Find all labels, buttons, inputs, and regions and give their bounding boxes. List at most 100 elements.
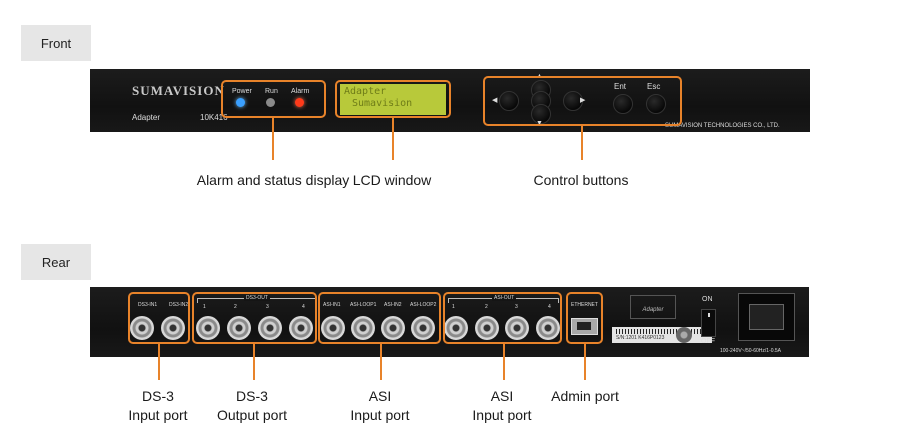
asi-loop2-label: ASI-LOOP2	[410, 302, 437, 308]
power-switch-rocker	[707, 313, 710, 317]
section-tag-front-label: Front	[40, 35, 72, 51]
power-inlet-socket	[749, 304, 784, 330]
power-inlet[interactable]	[738, 293, 795, 341]
ds3-out-caption-line-1: DS-3	[236, 388, 268, 404]
asi-in2-connector[interactable]	[381, 316, 405, 340]
status-caption: Alarm and status display	[196, 172, 350, 188]
status-callout-box	[221, 80, 326, 118]
label-plate-text: Adapter	[642, 307, 664, 313]
section-tag-rear: Rear	[21, 244, 91, 280]
ds3-in-caption: DS-3 Input port	[108, 387, 208, 425]
asi-in-callout-box	[318, 292, 441, 344]
ds3-out-callout-box	[192, 292, 317, 344]
label-plate: Adapter	[630, 295, 676, 319]
lcd-screen: Adapter Sumavision	[340, 84, 446, 115]
led-power-indicator	[236, 98, 245, 107]
asi-loop1-label: ASI-LOOP1	[350, 302, 377, 308]
ds3-out4-connector[interactable]	[289, 316, 313, 340]
controls-caption: Control buttons	[533, 172, 629, 188]
asi-in1-connector[interactable]	[321, 316, 345, 340]
brand-logo: SUMAVISION	[132, 83, 225, 98]
ds3-out-label: DS3-OUT	[244, 295, 270, 301]
status-leader-line	[272, 118, 274, 160]
barcode-icon	[616, 329, 708, 334]
asi-out3-connector[interactable]	[505, 316, 529, 340]
ds3-out1-connector[interactable]	[196, 316, 220, 340]
left-arrow-button[interactable]	[499, 91, 519, 111]
asi-out-label: ASI-OUT	[492, 295, 517, 301]
asi-in1-label: ASI-IN1	[323, 302, 341, 308]
lcd-callout-box	[335, 80, 451, 118]
led-run-indicator	[266, 98, 275, 107]
asi-out-leader-line	[503, 344, 505, 380]
asi-out1-connector[interactable]	[444, 316, 468, 340]
asi-out-caption: ASI Input port	[452, 387, 552, 425]
escape-button[interactable]	[646, 94, 666, 114]
ds3-out3-connector[interactable]	[258, 316, 282, 340]
company-name: SUMAVISION TECHNOLOGIES CO., LTD.	[665, 123, 780, 129]
ds3-out-caption: DS-3 Output port	[202, 387, 302, 425]
admin-leader-line	[584, 344, 586, 380]
ds3-out-num-2: 2	[234, 304, 237, 310]
ds3-in1-connector[interactable]	[130, 316, 154, 340]
asi-in-caption-line-1: ASI	[368, 388, 392, 404]
ds3-in2-label: DS3-IN2	[169, 302, 189, 308]
ds3-in-callout-box	[128, 292, 190, 344]
power-off-label: OFF	[701, 338, 715, 345]
led-run-label: Run	[265, 88, 278, 95]
ds3-out-caption-line-2: Output port	[216, 407, 288, 423]
ds3-out2-connector[interactable]	[227, 316, 251, 340]
ethernet-port[interactable]	[571, 318, 598, 335]
power-rating: 100-240V~/50-60Hz/1-0.5A	[720, 348, 782, 354]
ds3-out-num-3: 3	[266, 304, 269, 310]
ds3-in-caption-line-1: DS-3	[142, 388, 174, 404]
asi-out-num-2: 2	[485, 304, 488, 310]
power-on-label: ON	[702, 296, 713, 303]
led-alarm-indicator	[295, 98, 304, 107]
lcd-leader-line	[392, 118, 394, 160]
asi-out2-connector[interactable]	[475, 316, 499, 340]
section-tag-rear-label: Rear	[41, 254, 71, 270]
escape-label: Esc	[647, 82, 661, 91]
ds3-in2-connector[interactable]	[161, 316, 185, 340]
asi-in-leader-line	[380, 344, 382, 380]
lcd-line-2: Sumavision	[352, 98, 413, 109]
ethernet-socket	[577, 322, 591, 330]
ds3-in1-label: DS3-IN1	[138, 302, 158, 308]
down-arrow-button[interactable]	[531, 104, 551, 124]
admin-callout-box	[566, 292, 603, 344]
led-power-label: Power	[232, 88, 252, 95]
asi-out-num-3: 3	[515, 304, 518, 310]
admin-caption: Admin port	[551, 388, 619, 404]
ds3-out-num-1: 1	[203, 304, 206, 310]
ds3-in-caption-line-2: Input port	[128, 407, 188, 423]
lcd-line-1: Adapter	[344, 86, 387, 97]
asi-in-caption-line-2: Input port	[350, 407, 410, 423]
section-tag-front: Front	[21, 25, 91, 61]
ethernet-label: ETHERNET	[571, 302, 598, 308]
asi-out-callout-box	[443, 292, 562, 344]
serial-sticker: S/N:1201 K416P0123	[612, 327, 712, 343]
right-arrow-button[interactable]	[563, 91, 583, 111]
asi-out4-connector[interactable]	[536, 316, 560, 340]
down-arrow-icon: ▼	[536, 120, 543, 127]
asi-in2-label: ASI-IN2	[384, 302, 402, 308]
asi-out-num-1: 1	[452, 304, 455, 310]
power-switch[interactable]	[701, 309, 716, 337]
controls-callout-box	[483, 76, 682, 126]
model-name: Adapter	[132, 113, 161, 122]
ds3-in-leader-line	[158, 344, 160, 380]
led-alarm-label: Alarm	[291, 88, 310, 95]
asi-out-num-4: 4	[548, 304, 551, 310]
asi-in-caption: ASI Input port	[330, 387, 430, 425]
asi-loop1-connector[interactable]	[351, 316, 375, 340]
ds3-out-num-4: 4	[302, 304, 305, 310]
rear-panel: DS3-IN1 DS3-IN2 DS3-OUT 1 2 3 4 ASI-IN1 …	[90, 287, 809, 357]
enter-button[interactable]	[613, 94, 633, 114]
asi-loop2-connector[interactable]	[411, 316, 435, 340]
controls-leader-line	[581, 126, 583, 160]
right-arrow-icon: ▶	[580, 97, 586, 104]
enter-label: Ent	[614, 82, 627, 91]
serial-number: S/N:1201 K416P0123	[616, 335, 665, 341]
ground-screw-icon	[676, 327, 692, 343]
